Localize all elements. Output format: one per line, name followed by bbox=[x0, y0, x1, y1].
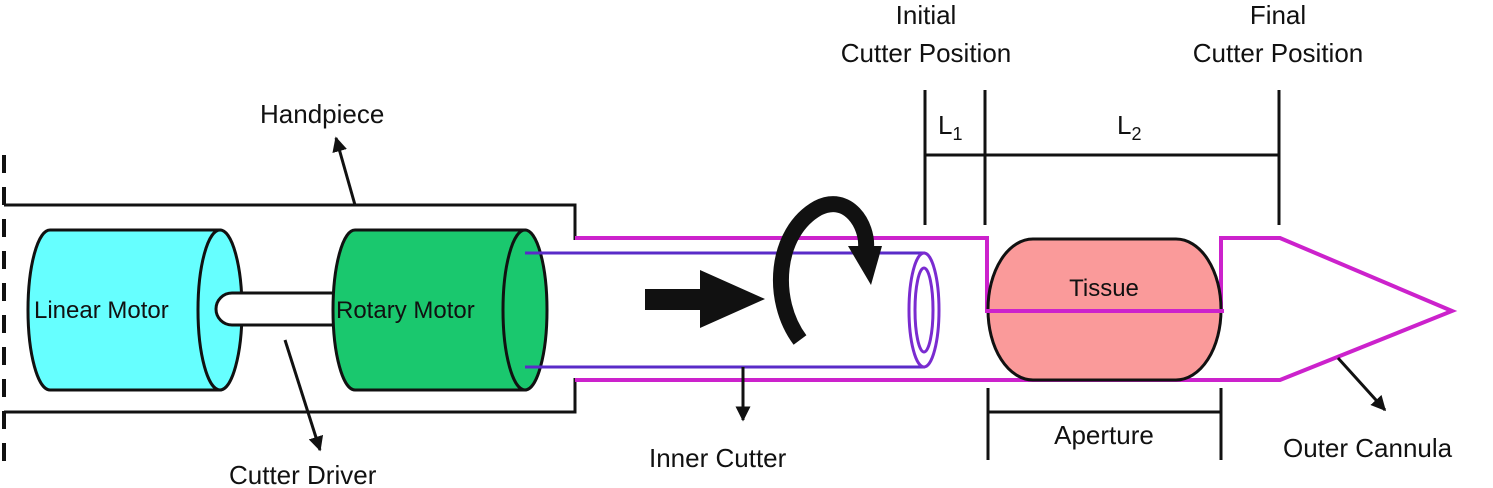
l2-label: L2 bbox=[1117, 110, 1141, 144]
initial-position-label-line2: Cutter Position bbox=[841, 38, 1012, 68]
cutter-driver-label: Cutter Driver bbox=[229, 460, 377, 488]
tissue-sample bbox=[985, 237, 1224, 382]
rotation-arrow-icon bbox=[773, 196, 882, 345]
final-position-label-line2: Cutter Position bbox=[1193, 38, 1364, 68]
inner-cutter-label: Inner Cutter bbox=[649, 443, 787, 473]
outer-cannula-label: Outer Cannula bbox=[1283, 433, 1453, 463]
handpiece-leader-arrow bbox=[332, 136, 357, 206]
handpiece-housing bbox=[2, 155, 577, 470]
position-markers bbox=[923, 90, 1281, 225]
aperture-dimension bbox=[986, 388, 1223, 460]
advance-arrow-icon bbox=[645, 270, 765, 328]
cutter-driver-shaft bbox=[214, 291, 338, 327]
aperture-label: Aperture bbox=[1054, 420, 1154, 450]
l1-label: L1 bbox=[938, 110, 962, 144]
linear-motor-label: Linear Motor bbox=[34, 297, 169, 324]
initial-position-label-line1: Initial bbox=[896, 0, 957, 30]
rotary-motor bbox=[331, 228, 549, 392]
rotary-motor-label: Rotary Motor bbox=[336, 297, 475, 324]
handpiece-label: Handpiece bbox=[260, 99, 384, 129]
outer-cannula-leader-arrow bbox=[1336, 356, 1387, 412]
final-position-label-line1: Final bbox=[1250, 0, 1306, 30]
tissue-label: Tissue bbox=[1069, 275, 1139, 302]
cutter-driver-leader-arrow bbox=[283, 339, 324, 452]
